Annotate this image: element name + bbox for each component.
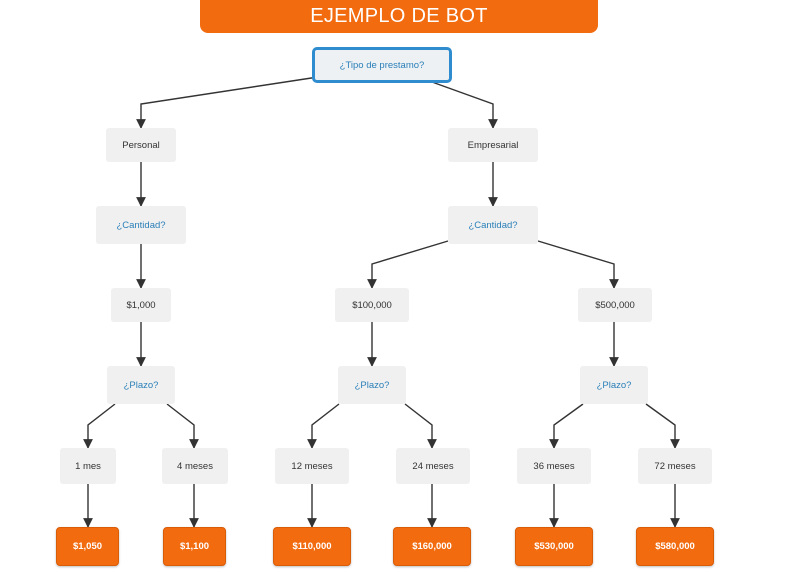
connector-plazo-24meses	[404, 403, 437, 449]
title-banner: EJEMPLO DE BOT	[200, 0, 598, 33]
result-1100[interactable]: $1,100	[163, 527, 226, 566]
connector-plazo-12meses	[307, 403, 340, 449]
node-personal[interactable]: Personal	[106, 128, 176, 162]
result-1050[interactable]: $1,050	[56, 527, 119, 566]
connector-cantidad-100000	[367, 240, 449, 289]
connector-plazo-72meses	[645, 403, 680, 449]
node-plazo-100000[interactable]: ¿Plazo?	[338, 366, 406, 404]
connector-cantidad-500000	[537, 240, 619, 289]
node-term-1-mes[interactable]: 1 mes	[60, 448, 116, 484]
node-amount-1000[interactable]: $1,000	[111, 288, 171, 322]
connector-plazo-1mes	[83, 403, 116, 449]
node-amount-500000[interactable]: $500,000	[578, 288, 652, 322]
node-empresarial[interactable]: Empresarial	[448, 128, 538, 162]
result-110000[interactable]: $110,000	[273, 527, 351, 566]
node-plazo-500000[interactable]: ¿Plazo?	[580, 366, 648, 404]
result-160000[interactable]: $160,000	[393, 527, 471, 566]
node-plazo-1000[interactable]: ¿Plazo?	[107, 366, 175, 404]
connector-plazo-36meses	[549, 403, 584, 449]
node-cantidad-personal[interactable]: ¿Cantidad?	[96, 206, 186, 244]
node-term-24-meses[interactable]: 24 meses	[396, 448, 470, 484]
node-term-36-meses[interactable]: 36 meses	[517, 448, 591, 484]
node-cantidad-empresarial[interactable]: ¿Cantidad?	[448, 206, 538, 244]
node-term-72-meses[interactable]: 72 meses	[638, 448, 712, 484]
node-amount-100000[interactable]: $100,000	[335, 288, 409, 322]
result-580000[interactable]: $580,000	[636, 527, 714, 566]
connector-root-empresarial	[431, 81, 498, 129]
node-tipo-prestamo[interactable]: ¿Tipo de prestamo?	[312, 47, 452, 83]
connector-root-personal	[136, 76, 319, 129]
connector-plazo-4meses	[166, 403, 199, 449]
node-term-4-meses[interactable]: 4 meses	[162, 448, 228, 484]
result-530000[interactable]: $530,000	[515, 527, 593, 566]
node-term-12-meses[interactable]: 12 meses	[275, 448, 349, 484]
